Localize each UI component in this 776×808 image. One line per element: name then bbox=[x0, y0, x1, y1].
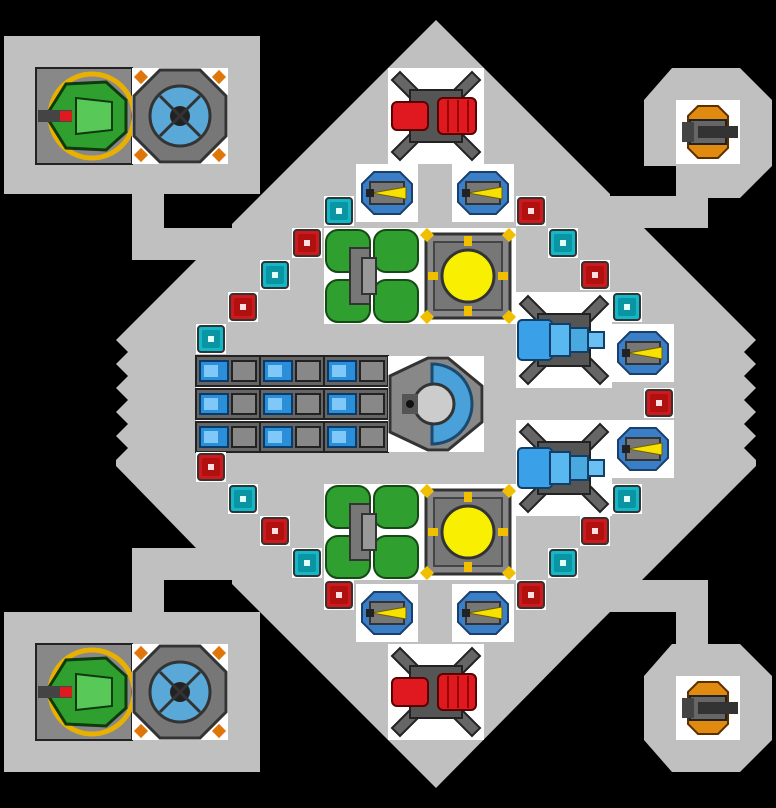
red-armor-block-icon[interactable] bbox=[227, 291, 259, 323]
turret-icon[interactable] bbox=[675, 675, 741, 741]
gyro-wheel-icon[interactable] bbox=[130, 642, 230, 742]
battery-cell-icon[interactable] bbox=[323, 355, 389, 387]
cannon-icon[interactable] bbox=[355, 163, 419, 223]
cannon-icon[interactable] bbox=[611, 323, 675, 383]
cyan-armor-block-icon[interactable] bbox=[291, 547, 323, 579]
cyan-armor-block-icon[interactable] bbox=[323, 195, 355, 227]
red-armor-block-icon[interactable] bbox=[579, 259, 611, 291]
cannon-icon[interactable] bbox=[451, 163, 515, 223]
battery-cell-icon[interactable] bbox=[259, 388, 325, 420]
battery-cell-icon[interactable] bbox=[323, 421, 389, 453]
gyro-wheel-icon[interactable] bbox=[130, 66, 230, 166]
cyan-armor-block-icon[interactable] bbox=[195, 323, 227, 355]
thruster-icon[interactable] bbox=[515, 419, 613, 517]
red-armor-block-icon[interactable] bbox=[195, 451, 227, 483]
cyan-armor-block-icon[interactable] bbox=[611, 291, 643, 323]
cannon-icon[interactable] bbox=[355, 583, 419, 643]
red-armor-block-icon[interactable] bbox=[515, 579, 547, 611]
drone-icon[interactable] bbox=[36, 644, 134, 740]
dome-cockpit-icon[interactable] bbox=[386, 354, 486, 454]
cyan-armor-block-icon[interactable] bbox=[611, 483, 643, 515]
thruster-icon[interactable] bbox=[515, 291, 613, 389]
reactor-core-icon[interactable] bbox=[418, 482, 518, 582]
red-armor-block-icon[interactable] bbox=[579, 515, 611, 547]
red-armor-block-icon[interactable] bbox=[643, 387, 675, 419]
red-armor-block-icon[interactable] bbox=[323, 579, 355, 611]
cannon-icon[interactable] bbox=[611, 419, 675, 479]
hull-notches bbox=[116, 340, 756, 460]
red-armor-block-icon[interactable] bbox=[259, 515, 291, 547]
cyan-armor-block-icon[interactable] bbox=[547, 547, 579, 579]
turret-icon[interactable] bbox=[675, 99, 741, 165]
fuel-tank-icon[interactable] bbox=[323, 227, 421, 325]
cyan-armor-block-icon[interactable] bbox=[547, 227, 579, 259]
battery-cell-icon[interactable] bbox=[195, 421, 261, 453]
red-armor-block-icon[interactable] bbox=[515, 195, 547, 227]
hull-gaps bbox=[164, 166, 676, 642]
battery-bank bbox=[195, 355, 392, 453]
cyan-armor-block-icon[interactable] bbox=[227, 483, 259, 515]
battery-cell-icon[interactable] bbox=[195, 388, 261, 420]
battery-cell-icon[interactable] bbox=[259, 355, 325, 387]
reactor-core-icon[interactable] bbox=[418, 226, 518, 326]
battery-cell-icon[interactable] bbox=[195, 355, 261, 387]
fuel-tank-icon[interactable] bbox=[323, 483, 421, 581]
engine-icon[interactable] bbox=[387, 643, 485, 741]
battery-cell-icon[interactable] bbox=[259, 421, 325, 453]
red-armor-block-icon[interactable] bbox=[291, 227, 323, 259]
battery-cell-icon[interactable] bbox=[323, 388, 389, 420]
engine-icon[interactable] bbox=[387, 67, 485, 165]
cannon-icon[interactable] bbox=[451, 583, 515, 643]
cyan-armor-block-icon[interactable] bbox=[259, 259, 291, 291]
drone-icon[interactable] bbox=[36, 68, 134, 164]
